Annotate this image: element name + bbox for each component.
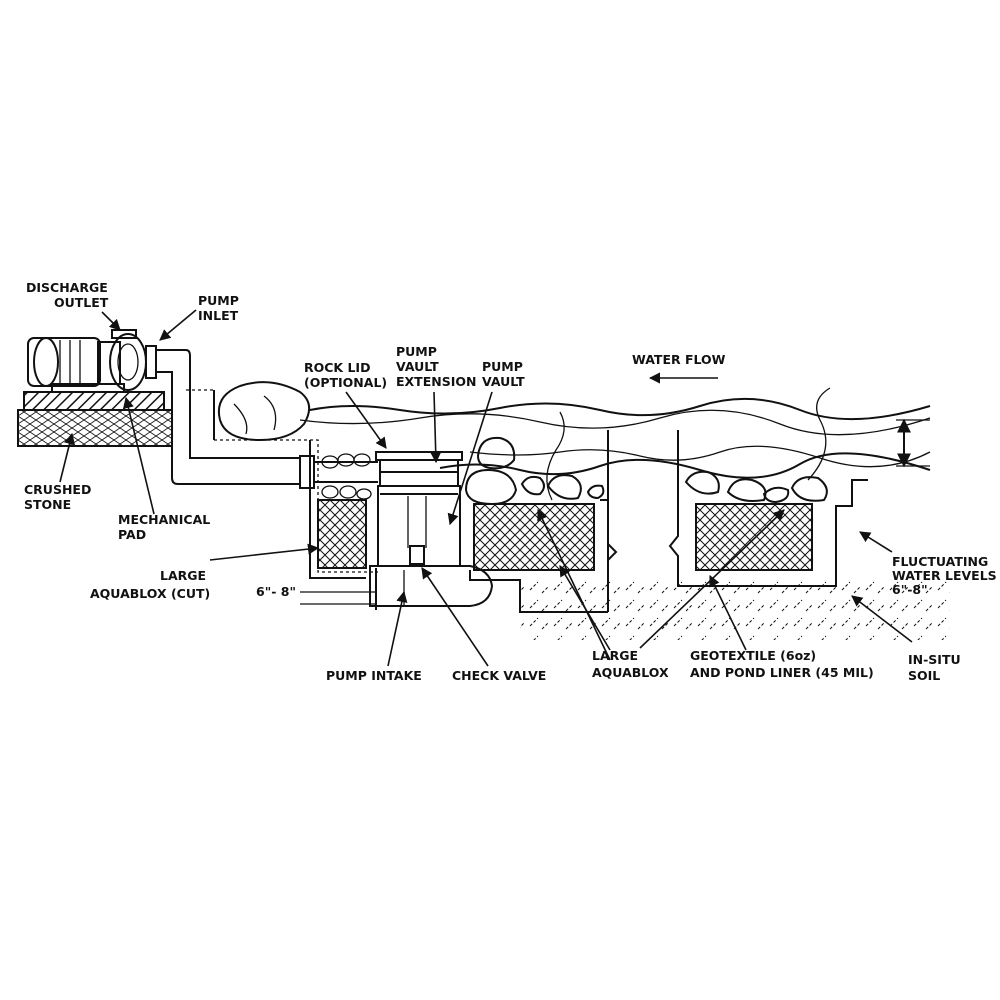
pebbles bbox=[321, 453, 372, 500]
large-aquablox-block-1 bbox=[473, 503, 595, 571]
label-mechanical-pad: MECHANICAL PAD bbox=[118, 512, 215, 542]
label-pump-intake: PUMP INTAKE bbox=[326, 668, 422, 683]
water-surface bbox=[299, 397, 931, 479]
label-pump-vault: PUMP VAULT bbox=[482, 359, 527, 389]
label-pump-inlet: PUMP INLET bbox=[198, 293, 243, 323]
centrifugal-pump bbox=[27, 329, 157, 393]
label-depth: 6"- 8" bbox=[256, 584, 296, 599]
label-large-aquablox-cut: LARGE AQUABLOX (CUT) bbox=[90, 568, 210, 601]
rocks-second-bay bbox=[684, 470, 828, 504]
label-pump-vault-extension: PUMP VAULT EXTENSION bbox=[396, 344, 476, 389]
label-check-valve: CHECK VALVE bbox=[452, 668, 546, 683]
label-crushed-stone: CRUSHED STONE bbox=[24, 482, 96, 512]
label-large-aquablox: LARGE AQUABLOX bbox=[592, 648, 669, 680]
aquablox-cut-block bbox=[317, 499, 367, 569]
crushed-stone-block bbox=[17, 409, 173, 447]
label-geotextile: GEOTEXTILE (6oz) AND POND LINER (45 MIL) bbox=[690, 648, 874, 680]
suction-pipe bbox=[156, 349, 300, 485]
large-aquablox-block-2 bbox=[695, 503, 813, 571]
depth-dimension bbox=[300, 570, 405, 606]
label-rock-lid: ROCK LID (OPTIONAL) bbox=[304, 360, 387, 390]
label-fluctuating-water-levels: FLUCTUATING WATER LEVELS 6"-8" bbox=[892, 554, 1000, 597]
rocks-right-of-vault bbox=[464, 436, 605, 506]
label-discharge-outlet: DISCHARGE OUTLET bbox=[26, 280, 112, 310]
label-water-flow: WATER FLOW bbox=[632, 352, 726, 367]
in-situ-soil-area bbox=[520, 580, 950, 640]
boulder bbox=[218, 381, 311, 442]
mechanical-pad-block bbox=[23, 391, 165, 411]
pipe-flange bbox=[299, 455, 315, 489]
label-in-situ-soil: IN-SITU SOIL bbox=[908, 652, 965, 683]
